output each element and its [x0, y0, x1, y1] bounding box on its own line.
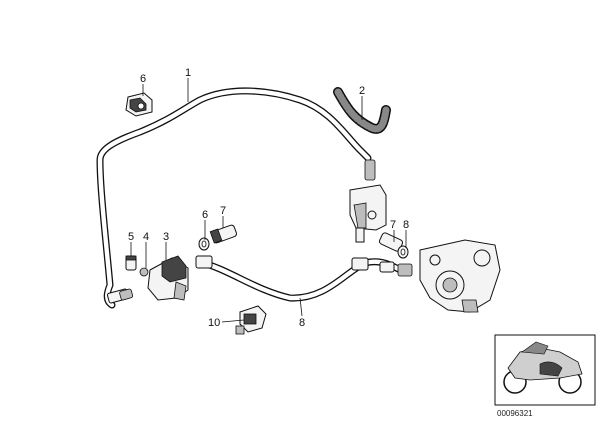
callout-3: 3 — [163, 231, 169, 243]
spring-guard-part-2 — [333, 87, 391, 134]
brake-master-cylinder — [349, 159, 387, 243]
sealing-washer-part-6 — [198, 237, 210, 251]
callout-4: 4 — [143, 231, 149, 243]
callout-7-right: 7 — [390, 219, 396, 231]
motorcycle-icon — [503, 341, 583, 394]
callout-2: 2 — [359, 85, 365, 97]
screw-part-5 — [125, 255, 137, 271]
callout-10: 10 — [208, 317, 220, 329]
callout-8-hose: 8 — [299, 317, 305, 329]
banjo-bolt-part-7 — [209, 224, 237, 244]
bracket-part-3 — [147, 255, 189, 301]
brake-caliper — [419, 239, 501, 313]
callout-6-washer: 6 — [202, 209, 208, 221]
upper-hose — [96, 87, 372, 309]
lower-hose-part-8 — [195, 255, 413, 302]
callout-labels: 1 2 6 5 4 3 6 7 7 8 8 10 — [128, 67, 409, 329]
nut-part-4 — [139, 267, 149, 277]
sealing-washer-right-part-8 — [397, 245, 409, 259]
callout-8-washer: 8 — [403, 219, 409, 231]
hose-clip-part-6 — [125, 92, 153, 117]
reference-number: 00096321 — [497, 409, 533, 418]
callout-1: 1 — [185, 67, 191, 79]
callout-5: 5 — [128, 231, 134, 243]
callout-7-bolt: 7 — [220, 205, 226, 217]
inset-overview: 00096321 — [494, 334, 596, 418]
callout-6-clip: 6 — [140, 73, 146, 85]
leader-lines — [130, 78, 407, 323]
pressure-switch-part-10 — [235, 305, 267, 335]
